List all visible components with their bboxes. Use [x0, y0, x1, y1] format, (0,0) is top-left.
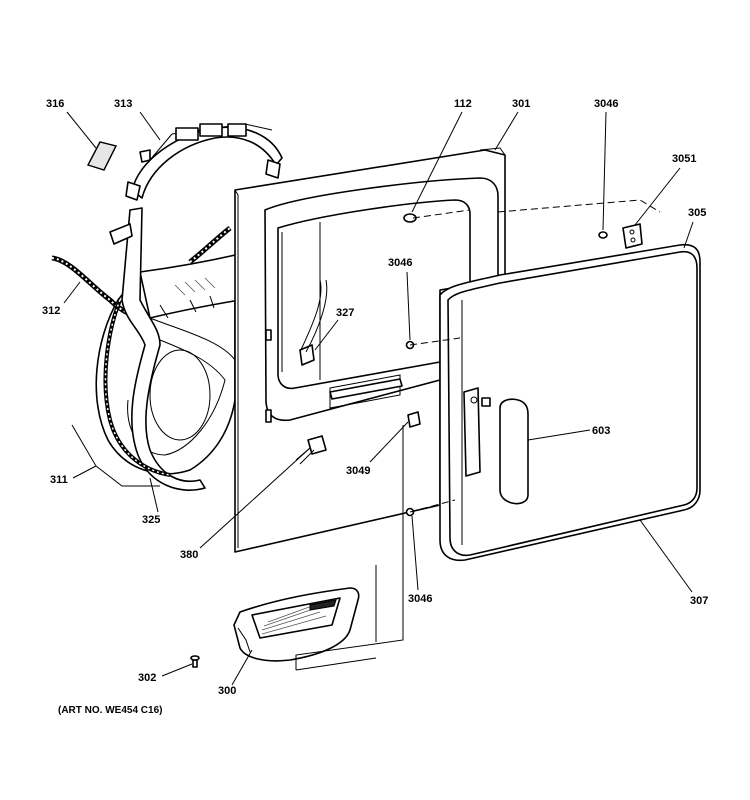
- callout-3049: 3049: [346, 465, 370, 477]
- callout-3046-mid: 3046: [388, 257, 412, 269]
- callout-labels: 316 313 112 301 3046 3051 305 312 327 30…: [42, 98, 708, 697]
- part-307-door: [447, 250, 698, 557]
- callout-112: 112: [454, 98, 472, 110]
- part-313-bearing-bracket: [125, 123, 283, 201]
- part-3049-door-strike: [407, 411, 421, 428]
- callout-307: 307: [690, 595, 708, 607]
- part-301-front-panel: [234, 147, 506, 553]
- part-316-seal-strip: [86, 141, 118, 171]
- callout-313: 313: [114, 98, 132, 110]
- callout-301: 301: [512, 98, 530, 110]
- callout-380: 380: [180, 549, 198, 561]
- callout-311: 311: [50, 474, 68, 486]
- callout-3046-low: 3046: [408, 593, 432, 605]
- callout-327: 327: [336, 307, 354, 319]
- part-3046-screw-low: [405, 507, 415, 517]
- callout-3046-top: 3046: [594, 98, 618, 110]
- part-300-lint-filter: [233, 587, 360, 662]
- art-number: (ART NO. WE454 C16): [58, 705, 162, 716]
- callout-300: 300: [218, 685, 236, 697]
- callout-603: 603: [592, 425, 610, 437]
- callout-316: 316: [46, 98, 64, 110]
- part-302-screw: [190, 655, 200, 668]
- part-3046-screw-top: [598, 231, 608, 239]
- callout-302: 302: [138, 672, 156, 684]
- alignment-lines: [295, 199, 661, 671]
- callout-312: 312: [42, 305, 60, 317]
- part-325-drum-slide-ring: [103, 207, 206, 491]
- part-3051-hinge-bracket: [622, 223, 643, 249]
- callout-325: 325: [142, 514, 160, 526]
- callout-305: 305: [688, 207, 706, 219]
- callout-3051: 3051: [672, 153, 696, 165]
- leader-lines: [63, 111, 694, 686]
